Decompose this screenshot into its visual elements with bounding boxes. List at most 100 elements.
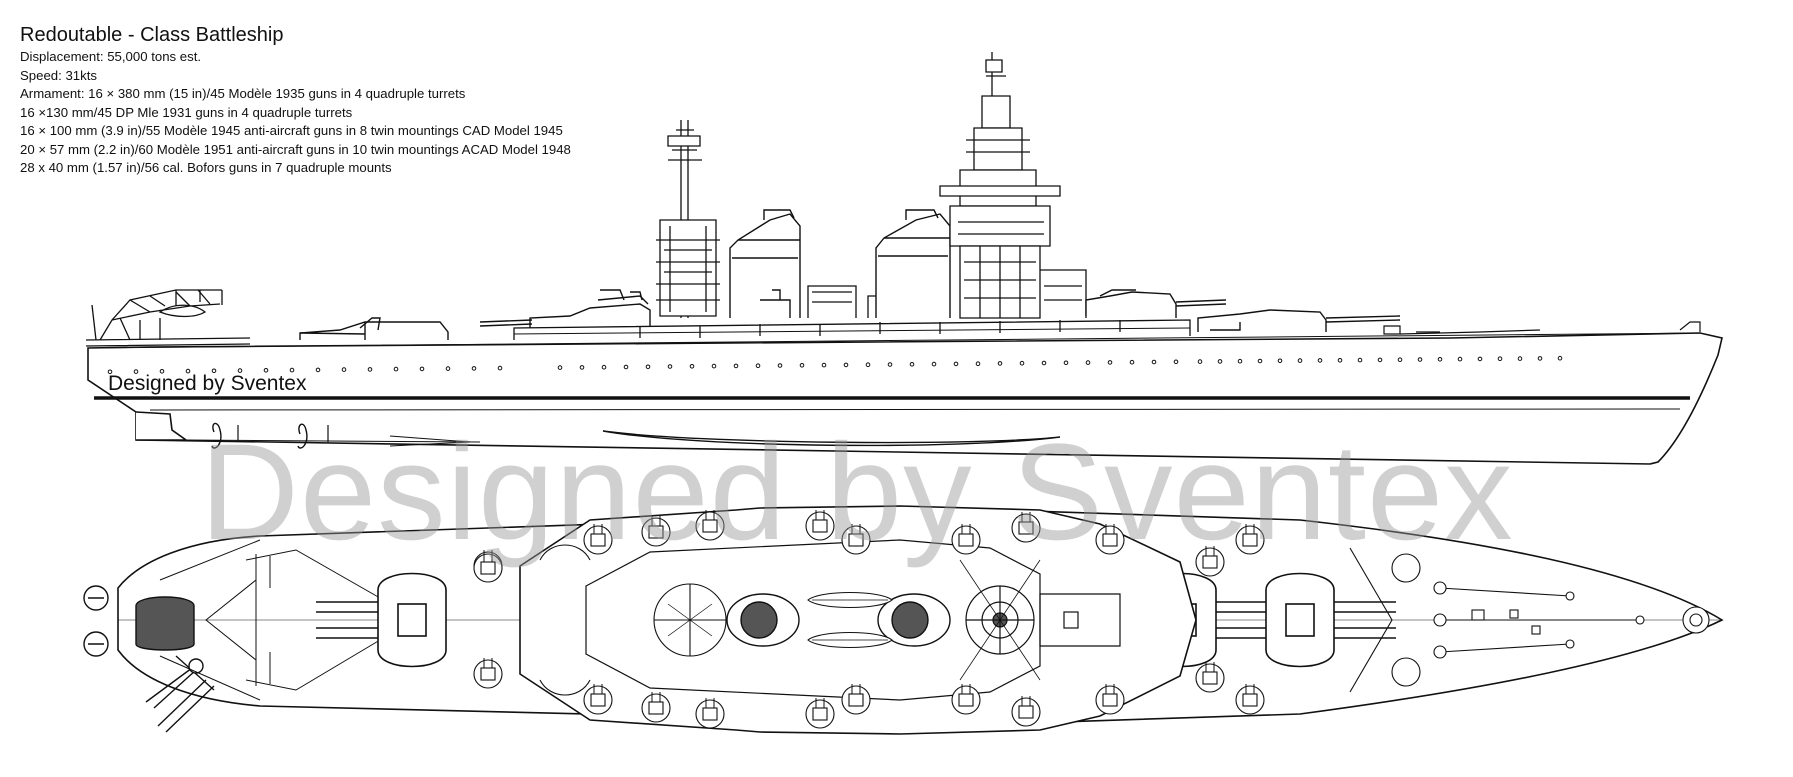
porthole xyxy=(645,364,651,370)
aa-mount xyxy=(641,692,671,723)
aa-mount xyxy=(1095,684,1125,715)
porthole xyxy=(1041,360,1047,366)
porthole xyxy=(1537,356,1543,361)
porthole xyxy=(1197,359,1203,364)
porthole xyxy=(1397,357,1403,363)
aft-funnel xyxy=(729,209,801,318)
spec-line-speed: Speed: 31kts xyxy=(20,67,97,83)
porthole xyxy=(1151,359,1157,365)
porthole xyxy=(777,363,783,368)
fore-funnel xyxy=(875,209,993,318)
aa-mount xyxy=(805,698,835,729)
plan-forecastle xyxy=(1349,547,1710,693)
bow-fittings xyxy=(1383,321,1701,335)
porthole xyxy=(1317,358,1323,363)
aa-mount xyxy=(1235,524,1265,555)
porthole xyxy=(211,368,217,374)
aa-mount xyxy=(473,552,503,583)
porthole xyxy=(289,367,295,373)
porthole xyxy=(821,362,827,368)
porthole xyxy=(1107,360,1113,365)
porthole xyxy=(133,369,139,374)
aa-mount xyxy=(583,684,613,715)
porthole xyxy=(975,361,981,367)
porthole xyxy=(1417,357,1423,362)
ship-title: Redoutable - Class Battleship xyxy=(20,24,284,46)
boot-topping-line xyxy=(149,408,1681,411)
porthole xyxy=(909,362,915,367)
porthole xyxy=(953,361,959,367)
porthole xyxy=(689,364,695,369)
porthole xyxy=(237,368,243,373)
porthole xyxy=(1437,357,1443,362)
porthole xyxy=(1217,359,1223,364)
porthole xyxy=(1173,359,1179,365)
plan-aft-rangefinder xyxy=(653,583,727,657)
plan-main-turret xyxy=(1265,572,1396,668)
porthole xyxy=(623,364,629,370)
porthole xyxy=(1337,358,1343,363)
fore-tower xyxy=(939,52,1087,319)
stern-skeg xyxy=(135,411,189,441)
porthole xyxy=(471,366,477,371)
porthole xyxy=(865,362,871,368)
porthole xyxy=(1477,356,1483,362)
main-deck-line xyxy=(87,332,1701,349)
aa-mount xyxy=(841,524,871,555)
plan-bridge xyxy=(959,559,1121,681)
porthole xyxy=(1497,356,1503,362)
porthole xyxy=(107,369,113,375)
aa-mount xyxy=(1011,512,1041,543)
porthole xyxy=(997,361,1003,366)
porthole xyxy=(1237,358,1243,364)
porthole xyxy=(1377,357,1383,363)
aa-mount xyxy=(951,684,981,715)
aa-mount xyxy=(583,524,613,555)
aircraft-crane xyxy=(85,289,251,347)
aa-mount xyxy=(841,684,871,715)
aa-mount xyxy=(695,698,725,729)
porthole xyxy=(1277,358,1283,364)
porthole xyxy=(315,367,321,373)
aft-superstructure xyxy=(513,319,1191,340)
porthole xyxy=(887,362,893,367)
spec-line-armament-57mm: 20 × 57 mm (2.2 in)/60 Modèle 1951 anti-… xyxy=(20,141,571,157)
side-profile-view xyxy=(85,52,1723,465)
porthole xyxy=(1297,358,1303,363)
porthole-row xyxy=(107,355,1563,375)
porthole xyxy=(931,361,937,367)
aa-mount xyxy=(1011,696,1041,727)
porthole xyxy=(1019,360,1025,366)
aircraft-catapult xyxy=(83,539,381,733)
propellers xyxy=(185,422,481,449)
spec-line-armament-40mm: 28 x 40 mm (1.57 in)/56 cal. Bofors guns… xyxy=(20,160,392,175)
plan-boats xyxy=(539,544,893,696)
aft-mast xyxy=(656,120,720,318)
aft-turret-x xyxy=(299,317,449,340)
aa-mount xyxy=(805,510,835,541)
aa-mount xyxy=(695,510,725,541)
bilge-keel xyxy=(602,430,1061,447)
plan-main-turret xyxy=(316,572,447,668)
fore-turret-b xyxy=(1085,289,1227,318)
aft-turret-y xyxy=(479,289,651,332)
porthole xyxy=(711,363,717,369)
porthole xyxy=(1257,358,1263,364)
aa-mount xyxy=(1195,546,1225,577)
porthole xyxy=(1557,355,1563,361)
porthole xyxy=(263,368,269,373)
porthole xyxy=(1063,360,1069,366)
porthole xyxy=(367,367,373,372)
plan-aa-mounts xyxy=(473,510,1265,729)
inner-superstructure xyxy=(585,539,1041,701)
aa-mount xyxy=(473,658,503,689)
plan-view xyxy=(83,505,1724,735)
porthole xyxy=(1129,359,1135,365)
porthole xyxy=(733,363,739,369)
porthole xyxy=(1357,357,1363,363)
spec-line-armament-secondary: 16 ×130 mm/45 DP Mle 1931 guns in 4 quad… xyxy=(20,104,353,120)
porthole xyxy=(755,363,761,369)
porthole xyxy=(1517,356,1523,361)
porthole xyxy=(341,367,347,372)
